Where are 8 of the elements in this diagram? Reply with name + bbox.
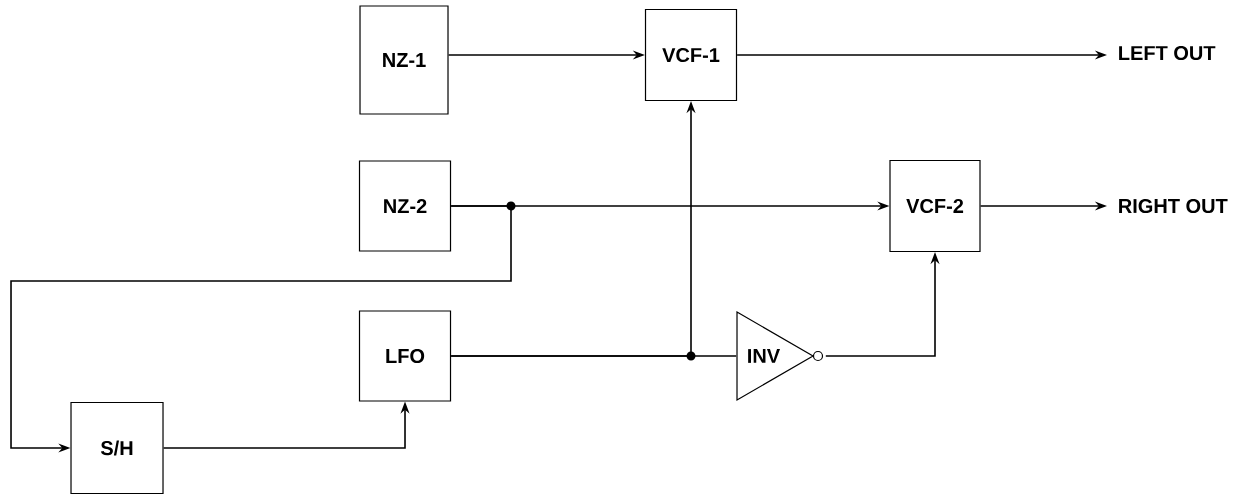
block-box: LFO <box>358 310 452 402</box>
output-label: RIGHT OUT <box>1119 198 1228 214</box>
block-box: VCF-2 <box>889 159 981 253</box>
output-label: LEFT OUT <box>1119 45 1216 61</box>
block-box: VCF-1 <box>644 8 738 102</box>
block-box: S/H <box>70 401 164 495</box>
block-box: NZ-2 <box>358 160 452 252</box>
block-box: NZ-1 <box>359 5 449 115</box>
